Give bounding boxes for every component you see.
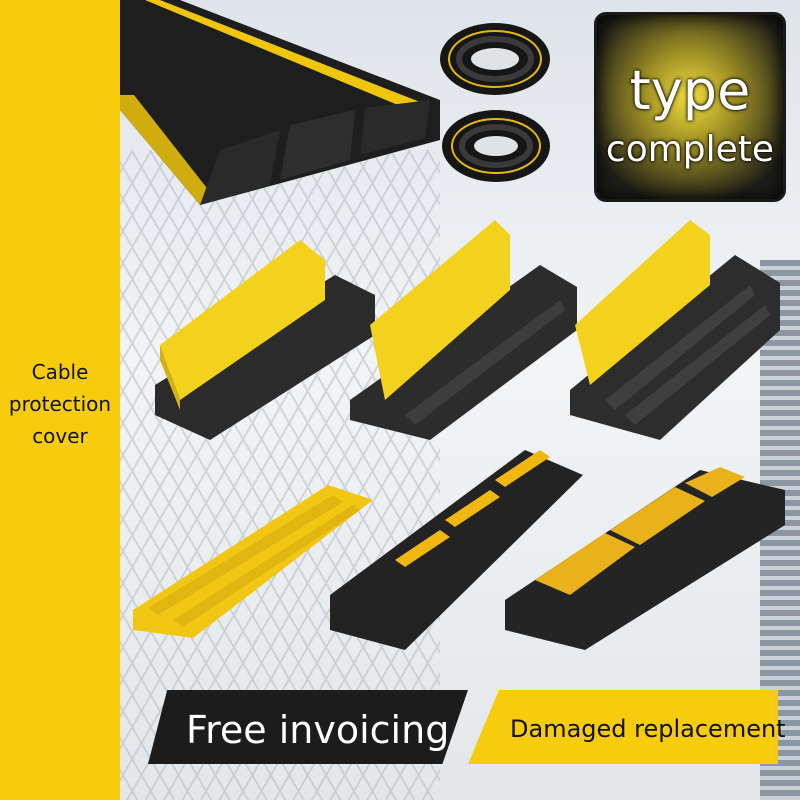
side-bar (0, 0, 120, 800)
product-yellow-ramp (133, 485, 373, 638)
badge-title: type (629, 59, 751, 122)
side-label-line: cover (32, 424, 88, 448)
type-complete-badge: type complete (594, 12, 786, 202)
side-label-line: protection (8, 392, 112, 416)
product-cable-coil (440, 23, 550, 95)
product-3-channel-protector (350, 220, 577, 440)
badge-subtitle: complete (605, 129, 775, 170)
side-label-line: Cable (31, 360, 89, 384)
product-cable-coil (442, 110, 550, 182)
product-black-speed-bump (330, 450, 583, 650)
product-striped-speed-bump (505, 467, 785, 650)
product-2-channel-protector (155, 240, 375, 440)
side-label: Cable protection cover (0, 356, 120, 452)
product-5-channel-protector (570, 220, 780, 440)
damaged-replacement-text: Damaged replacement (510, 715, 786, 743)
free-invoicing-banner (148, 690, 468, 764)
free-invoicing-text: Free invoicing (186, 708, 450, 752)
product-floor-cable-ramp (120, 0, 440, 205)
damaged-replacement-banner (468, 690, 778, 764)
